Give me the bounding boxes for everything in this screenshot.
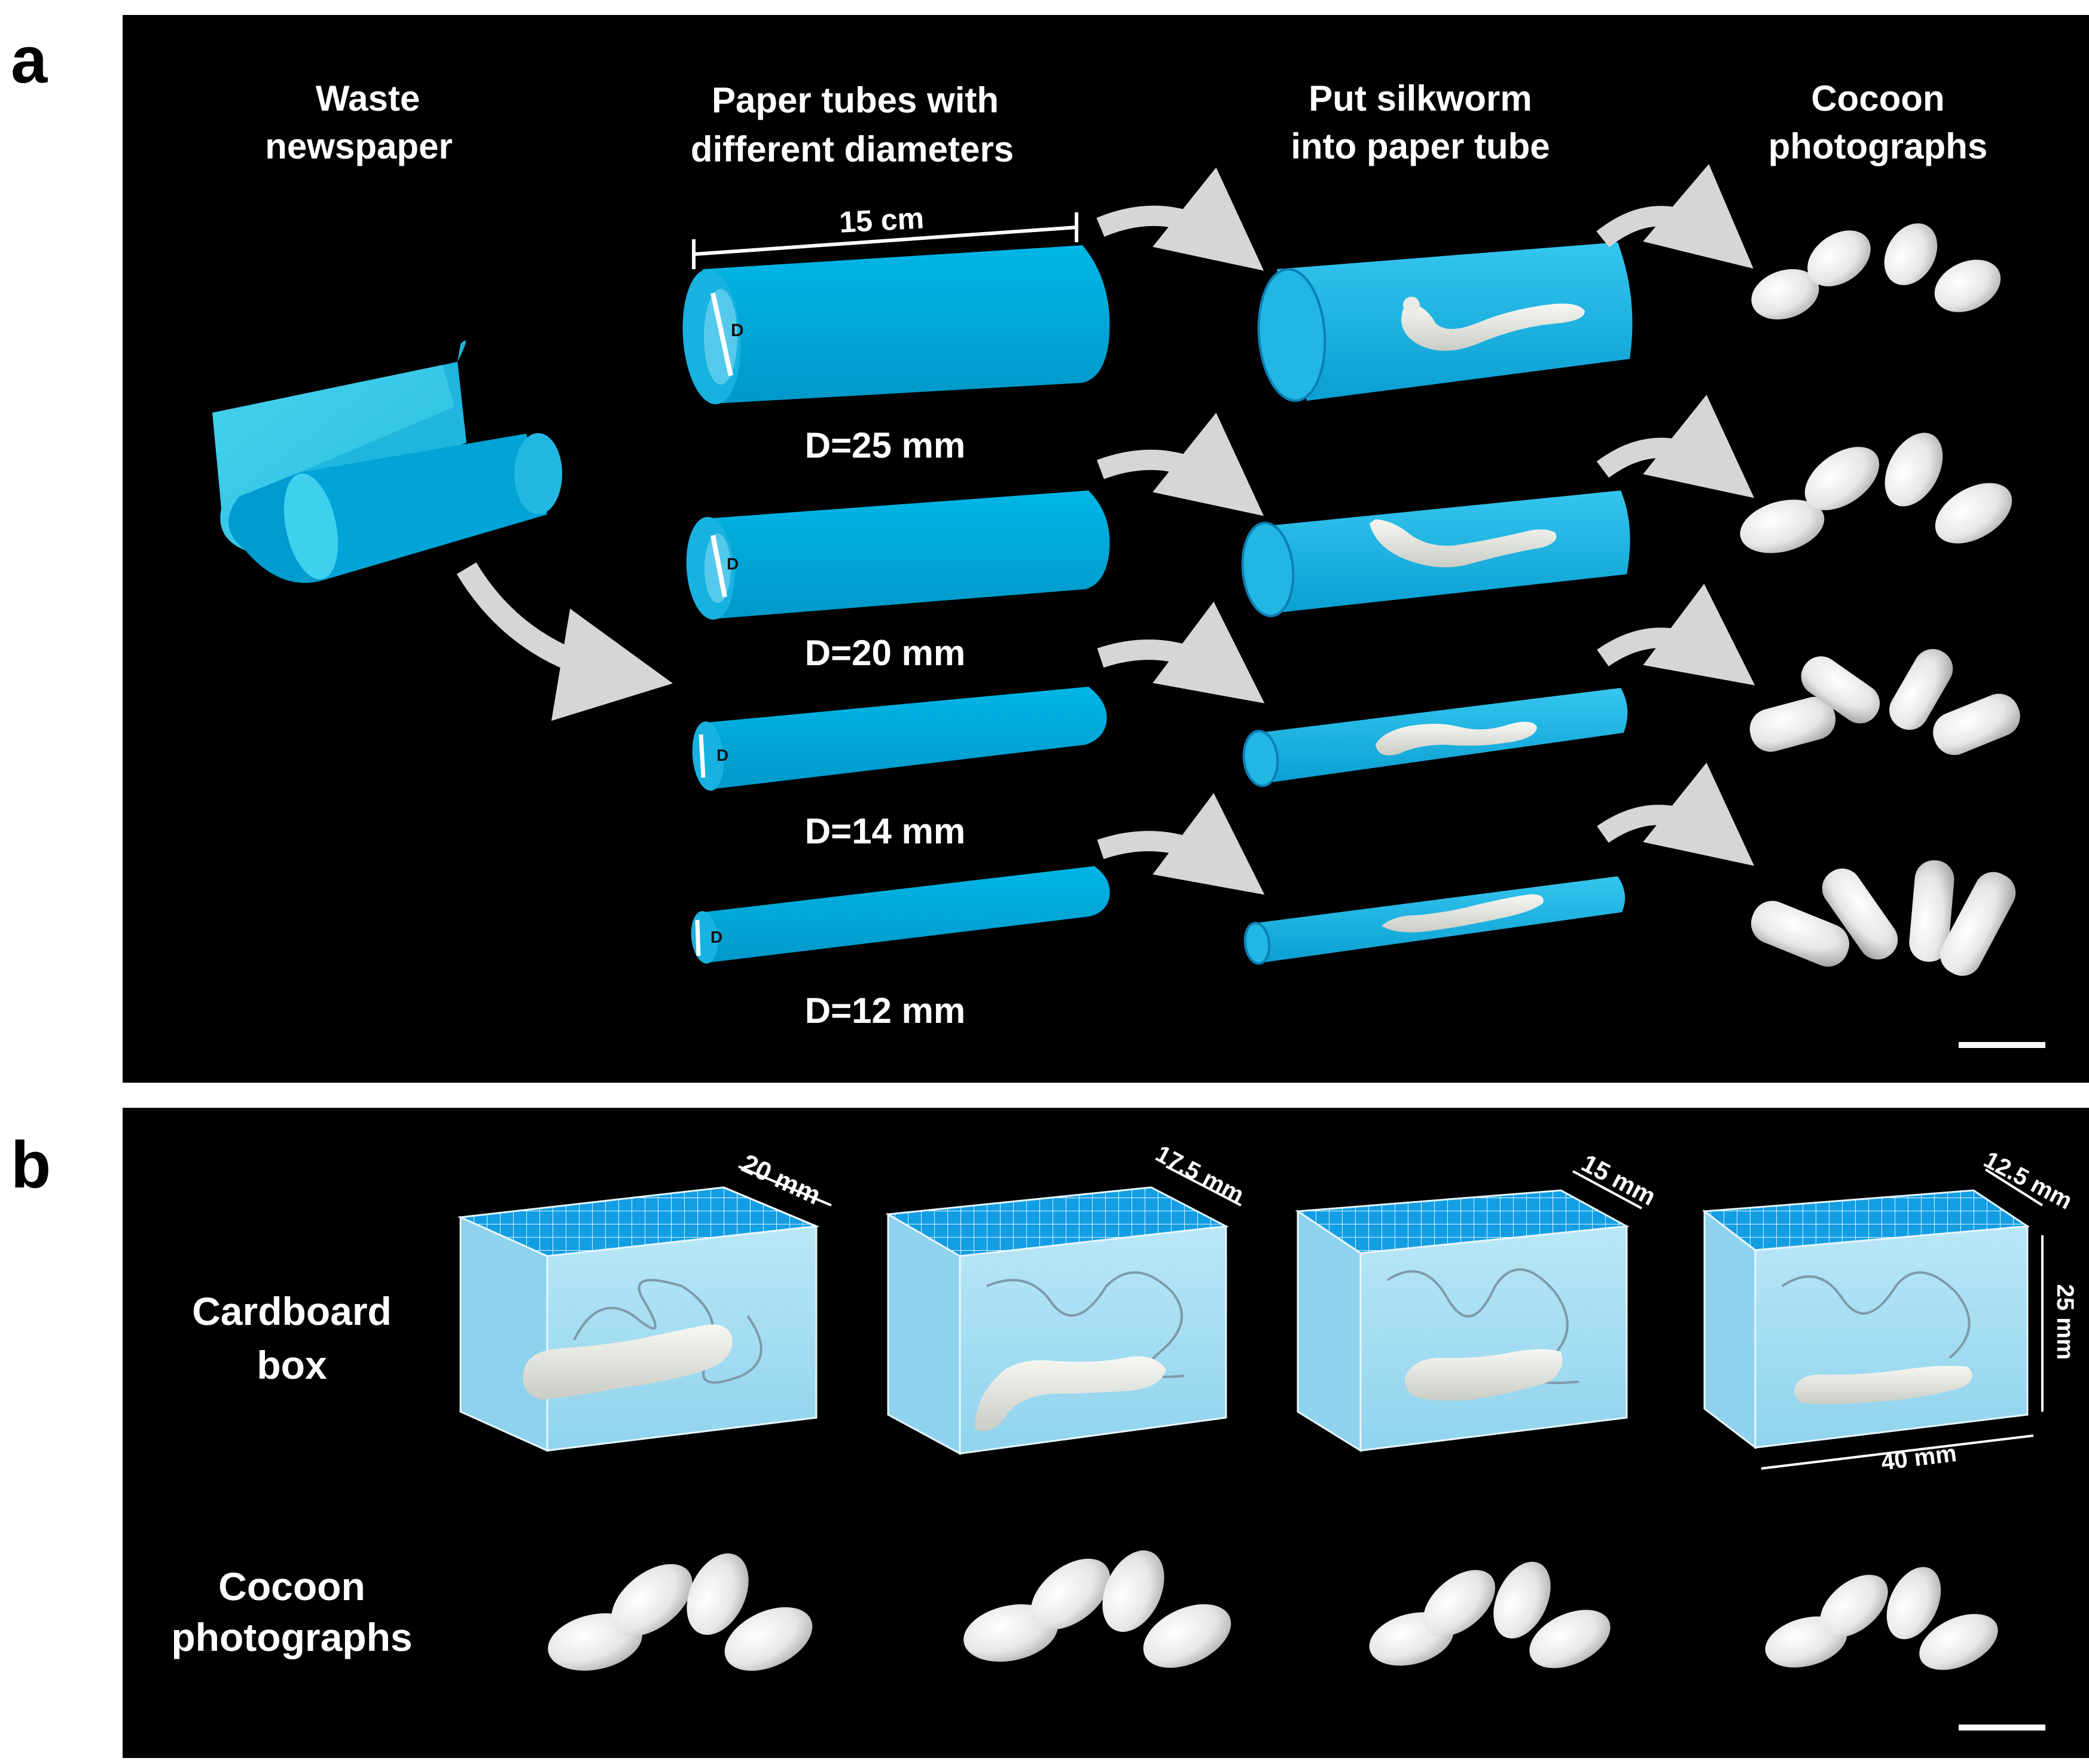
- cocoons-box-17.5mm: [963, 1550, 1231, 1668]
- row-label-box-line2: box: [257, 1343, 327, 1387]
- header-silkworm-line1: Put silkworm: [1309, 78, 1532, 118]
- silkworm: [1794, 1366, 1972, 1405]
- row-label-box-line1: Cardboard: [192, 1289, 392, 1333]
- header-tubes-line2: different diameters: [691, 129, 1014, 169]
- label-d12: D=12 mm: [805, 991, 965, 1031]
- arrows-worm-to-cocoon: [1596, 164, 1755, 866]
- label-d25: D=25 mm: [805, 425, 965, 465]
- label-d14: D=14 mm: [805, 811, 965, 851]
- cardboard-box-12.5mm: [1701, 1168, 2044, 1470]
- cocoons-14mm: [1749, 648, 2020, 755]
- cocoons-box-12.5mm: [1765, 1567, 1998, 1670]
- scale-bar-b: [1959, 1725, 2045, 1731]
- header-silkworm-line2: into paper tube: [1291, 126, 1550, 166]
- arrow-newspaper-to-tubes: [456, 562, 673, 721]
- row-label-cocoon-line2: photographs: [171, 1615, 412, 1659]
- worm-tube-25mm: [1257, 242, 1633, 402]
- length-label: 15 cm: [838, 201, 925, 239]
- panel-b-letter: b: [11, 1128, 51, 1202]
- arrows-tube-to-worm: [1096, 167, 1265, 895]
- scale-bar-a: [1959, 1042, 2045, 1048]
- header-waste-line1: Waste: [316, 78, 420, 118]
- cocoons-25mm: [1751, 223, 2001, 320]
- worm-tube-14mm: [1242, 688, 1628, 787]
- panel-a-letter: a: [11, 23, 48, 97]
- worm-tube-20mm: [1241, 490, 1630, 617]
- paper-tube-14mm: D: [692, 687, 1107, 791]
- silkworm: [1382, 894, 1544, 933]
- cocoons-20mm: [1740, 432, 2012, 553]
- silkworm: [523, 1324, 733, 1400]
- cocoons-12mm: [1751, 860, 2016, 976]
- worm-tube-12mm: [1243, 876, 1626, 965]
- cardboard-box-17.5mm: [885, 1165, 1242, 1455]
- length-dimension: [692, 212, 1078, 269]
- silkworm: [975, 1356, 1166, 1431]
- diameter-marker: D: [727, 555, 739, 573]
- paper-tube-12mm: D: [691, 866, 1110, 964]
- header-tubes-line1: Paper tubes with: [712, 80, 999, 120]
- cardboard-box-20mm: [457, 1165, 832, 1452]
- silkworm: [1370, 519, 1557, 568]
- panel-b-row-labels: Cardboard box Cocoon photographs: [171, 1289, 412, 1659]
- silkworm: [1405, 1349, 1563, 1401]
- cocoons-box-20mm: [548, 1553, 813, 1671]
- panel-a-headers: Waste newspaper Paper tubes with differe…: [265, 78, 1987, 169]
- header-waste-line2: newspaper: [265, 126, 452, 166]
- height-label: 25 mm: [2052, 1284, 2078, 1360]
- header-cocoon-line1: Cocoon: [1811, 78, 1944, 118]
- diameter-marker: D: [731, 321, 744, 340]
- silkworm: [1401, 303, 1585, 351]
- label-d20: D=20 mm: [805, 633, 965, 673]
- row-label-cocoon-line1: Cocoon: [218, 1564, 365, 1608]
- header-cocoon-line2: photographs: [1768, 126, 1988, 166]
- diameter-marker: D: [716, 746, 728, 764]
- paper-tube-20mm: D: [686, 490, 1110, 620]
- silkworm: [1376, 721, 1537, 755]
- cocoons-box-15mm: [1369, 1561, 1611, 1668]
- newspaper-sheet: [212, 340, 562, 583]
- paper-tube-25mm: D: [682, 245, 1110, 404]
- diameter-marker: D: [710, 928, 722, 946]
- cardboard-box-15mm: [1295, 1170, 1642, 1452]
